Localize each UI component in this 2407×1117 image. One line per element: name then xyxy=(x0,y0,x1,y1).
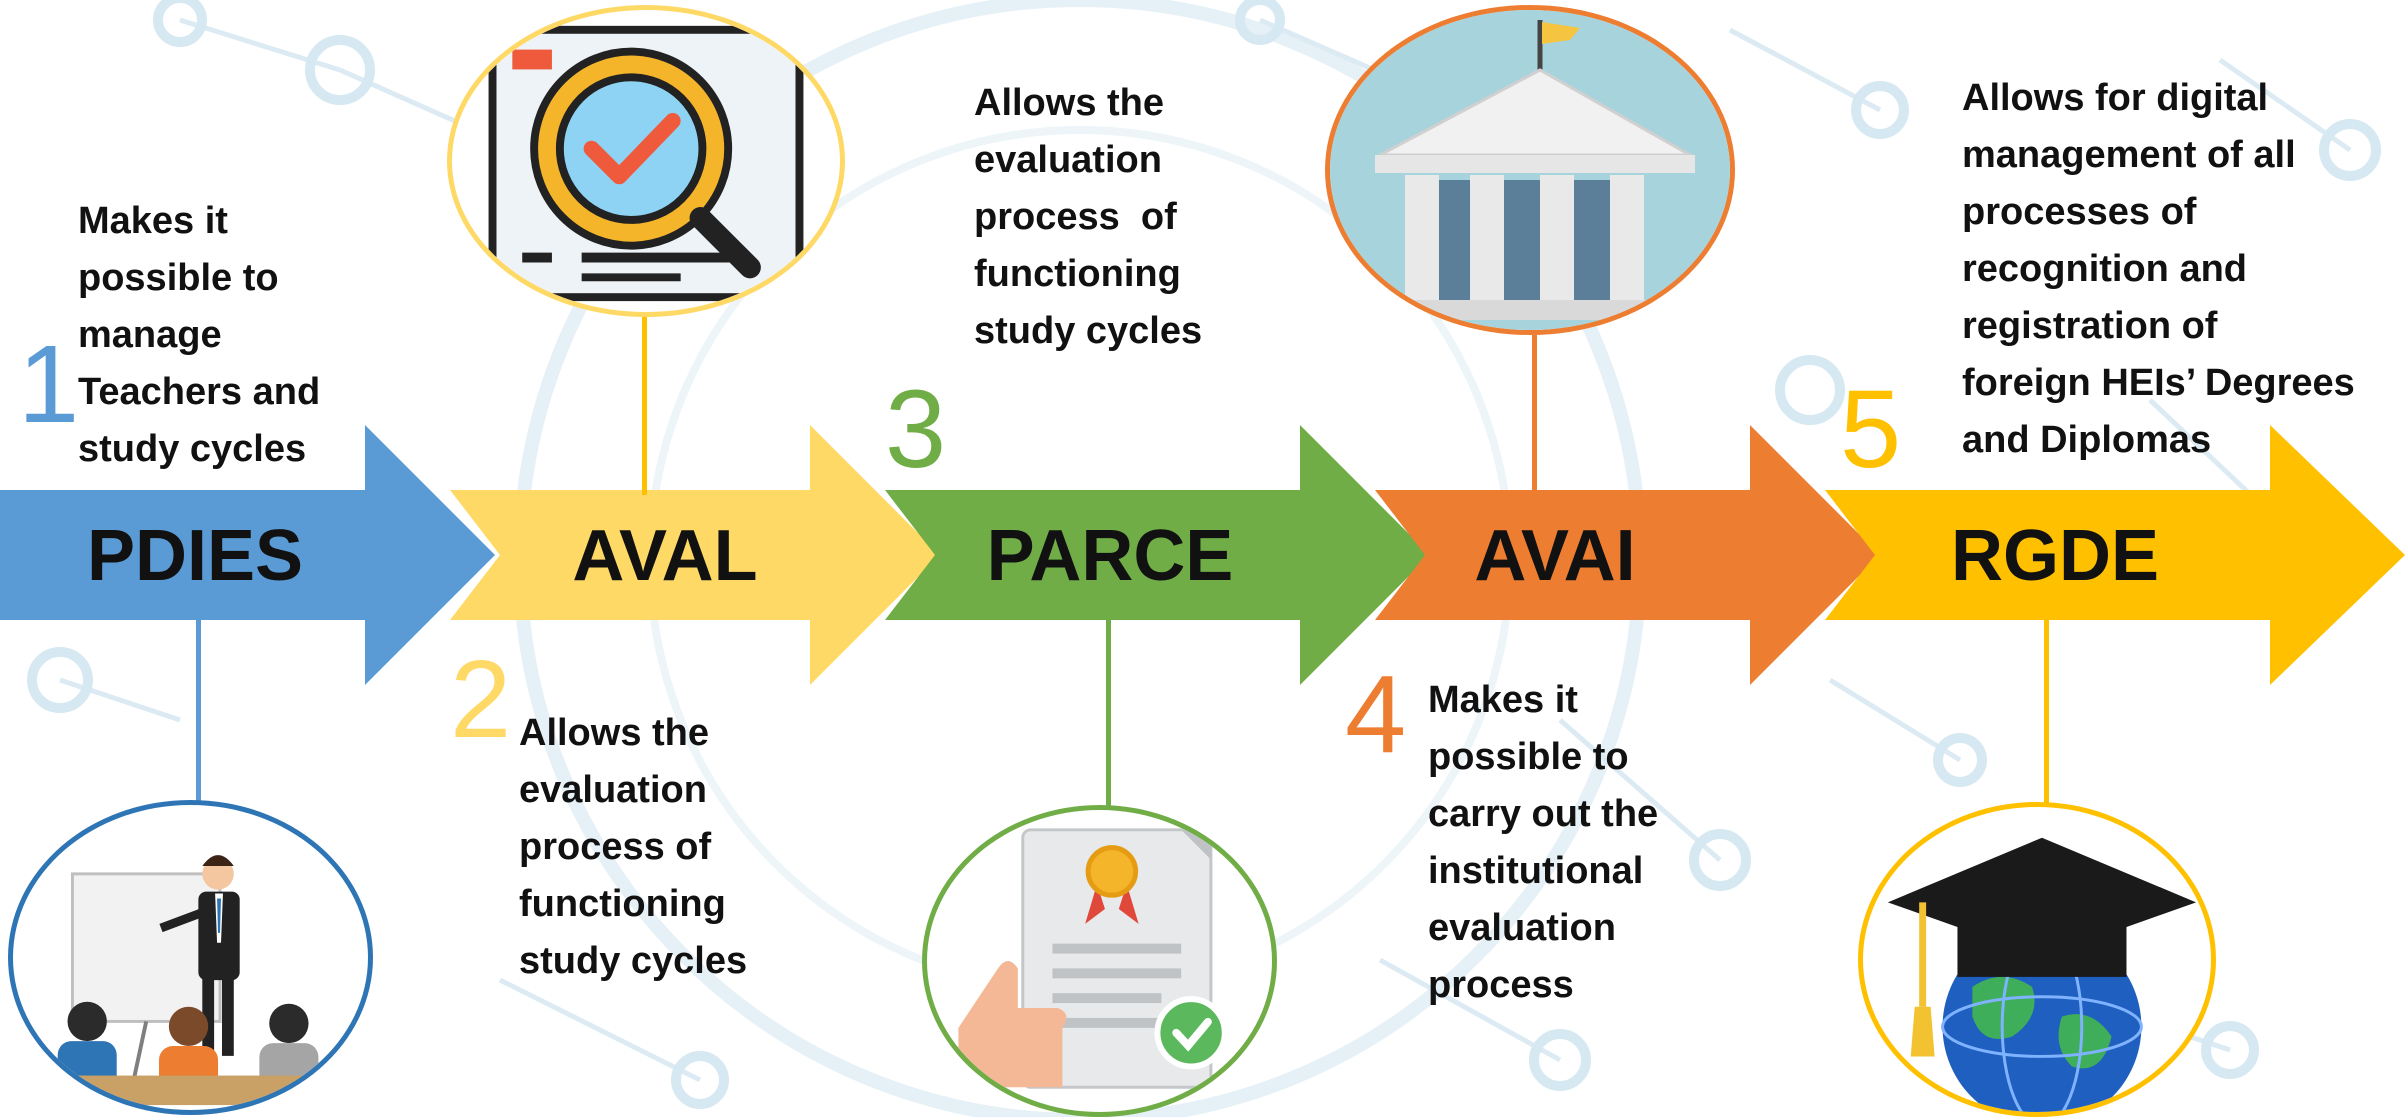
avai-description: Makes it possible to carry out the insti… xyxy=(1428,679,1659,1006)
rgde-label: RGDE xyxy=(1950,516,2160,596)
step-number-4: 4 xyxy=(1345,653,1407,776)
parce-connector xyxy=(1106,620,1111,810)
avai-connector xyxy=(1532,335,1537,495)
avai-label: AVAI xyxy=(1474,516,1636,596)
parce-arrow xyxy=(885,425,1430,685)
avai-arrow xyxy=(1375,425,1880,685)
aval-arrow xyxy=(450,425,940,685)
step-number-5: 5 xyxy=(1840,368,1902,491)
parce-description: Allows the evaluation process of functio… xyxy=(974,82,1203,352)
step-number-2: 2 xyxy=(450,638,512,761)
magnifier-check-icon xyxy=(447,5,845,317)
aval-description: Allows the evaluation process of functio… xyxy=(519,712,748,982)
pdies-connector xyxy=(196,620,201,810)
institution-building-icon xyxy=(1325,5,1735,335)
rgde-description: Allows for digital management of all pro… xyxy=(1962,77,2355,461)
rgde-connector xyxy=(2044,620,2049,805)
step-number-3: 3 xyxy=(885,368,947,491)
pdies-description: Makes it possible to manage Teachers and… xyxy=(78,200,321,470)
aval-label: AVAL xyxy=(572,516,758,596)
presentation-icon xyxy=(8,800,373,1115)
graduation-globe-icon xyxy=(1858,802,2216,1117)
certificate-icon xyxy=(922,805,1277,1117)
parce-label: PARCE xyxy=(986,516,1234,596)
pdies-arrow xyxy=(0,425,495,685)
step-number-1: 1 xyxy=(18,323,80,446)
aval-connector xyxy=(642,310,647,495)
rgde-arrow xyxy=(1825,425,2405,685)
pdies-label: PDIES xyxy=(86,516,304,596)
